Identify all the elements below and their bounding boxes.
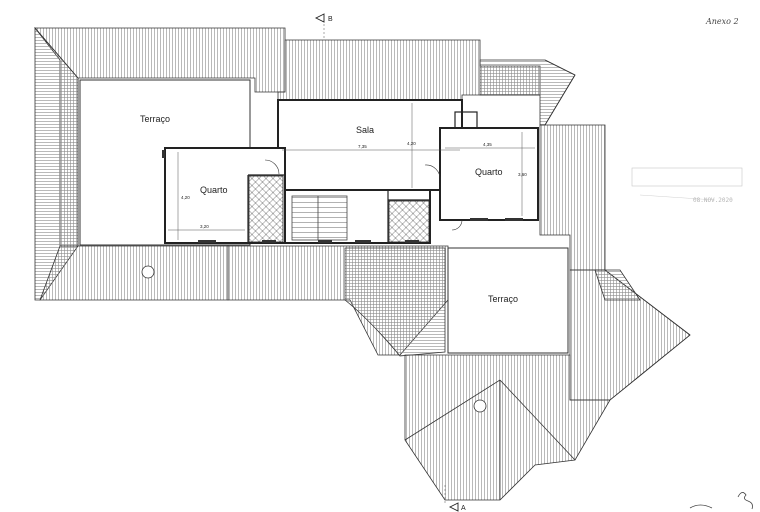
dimension-lines: [168, 103, 535, 240]
signature-scribble: [689, 492, 753, 510]
roof-hatching: [34, 26, 691, 501]
bedroom-right-label: Quarto: [475, 167, 503, 177]
section-marker-top: B: [314, 13, 333, 40]
dim-sala-depth: 4,20: [407, 141, 416, 146]
roof-ridges: [34, 27, 576, 126]
svg-text:A: A: [461, 505, 466, 512]
terrace-upper-left-label: Terraço: [140, 114, 170, 124]
dim-bedroom-right-depth: 3,60: [518, 172, 527, 177]
terrace-lower-right-label: Terraço: [488, 294, 518, 304]
terrace-lower-right-area: [447, 247, 569, 354]
bathroom-left: [248, 175, 284, 243]
dim-bedroom-left-depth: 4,20: [181, 195, 190, 200]
roof-drain-left: [141, 265, 155, 279]
stamp-date: 08.NOV.2020: [693, 197, 733, 204]
approval-stamp: 08.NOV.2020: [631, 167, 743, 204]
living-room-label: Sala: [356, 125, 374, 135]
dim-bedroom-left-width: 3,20: [200, 224, 209, 229]
bathroom-right: [388, 200, 430, 243]
windows: [162, 150, 523, 243]
bedroom-left-label: Quarto: [200, 185, 228, 195]
door-swings: [264, 159, 463, 231]
inner-walls: [247, 99, 478, 243]
staircase: [291, 195, 348, 241]
annex-note: Anexo 2: [705, 17, 739, 26]
dim-sala-width: 7,35: [358, 144, 367, 149]
section-marker-bottom: A: [444, 485, 466, 512]
svg-text:B: B: [328, 16, 333, 23]
dim-bedroom-right-width: 4,35: [483, 142, 492, 147]
roof-drain-bottom: [473, 399, 487, 413]
